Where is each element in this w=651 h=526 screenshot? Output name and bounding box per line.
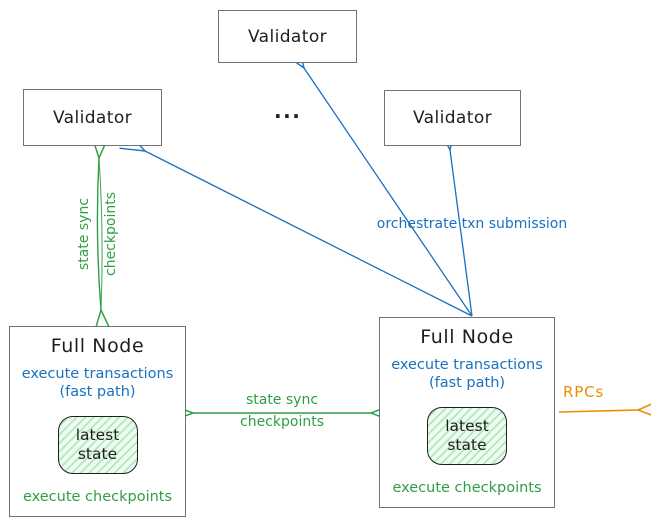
- latest-state-box: latest state: [427, 406, 507, 465]
- validator-box-right: Validator: [384, 90, 521, 146]
- more-validators-ellipsis: ...: [274, 99, 302, 123]
- latest-state-line2: state: [77, 444, 118, 463]
- state-sync-horizontal-label-line2: checkpoints: [240, 414, 324, 430]
- execute-transactions-label: execute transactions: [391, 357, 543, 373]
- validator-label: Validator: [247, 26, 328, 47]
- fast-path-label: (fast path): [428, 374, 506, 391]
- validator-box-left: Validator: [23, 89, 162, 146]
- full-node-box-right: Full Node execute transactions (fast pat…: [379, 317, 555, 508]
- fast-path-label: (fast path): [59, 383, 136, 400]
- execute-transactions-label: execute transactions: [21, 366, 174, 382]
- execute-checkpoints-label: execute checkpoints: [22, 488, 173, 505]
- rpcs-arrow: [558, 410, 638, 412]
- full-node-title: Full Node: [420, 326, 514, 348]
- validator-box-top: Validator: [218, 10, 357, 63]
- latest-state-line1: latest: [445, 417, 489, 436]
- state-sync-vertical-label-line1: state sync: [76, 197, 92, 271]
- latest-state-line2: state: [447, 435, 487, 454]
- latest-state-line1: latest: [75, 426, 120, 445]
- execute-checkpoints-label: execute checkpoints: [392, 479, 542, 496]
- orchestrate-arrow-to-left-validator: [119, 131, 473, 317]
- validator-label: Validator: [412, 108, 493, 128]
- orchestrate-txn-submission-label: orchestrate txn submission: [376, 216, 568, 232]
- orchestrate-arrow-to-right-validator: [437, 124, 473, 317]
- full-node-box-left: Full Node execute transactions (fast pat…: [9, 326, 186, 517]
- full-node-title: Full Node: [50, 335, 145, 357]
- latest-state-box: latest state: [57, 415, 138, 474]
- validator-label: Validator: [52, 107, 133, 128]
- state-sync-vertical-label-line2: checkpoints: [103, 192, 119, 276]
- state-sync-horizontal-label-line1: state sync: [245, 392, 319, 408]
- state-sync-arrow-validator-fullnode: [97, 158, 102, 310]
- rpcs-label: RPCs: [563, 383, 604, 401]
